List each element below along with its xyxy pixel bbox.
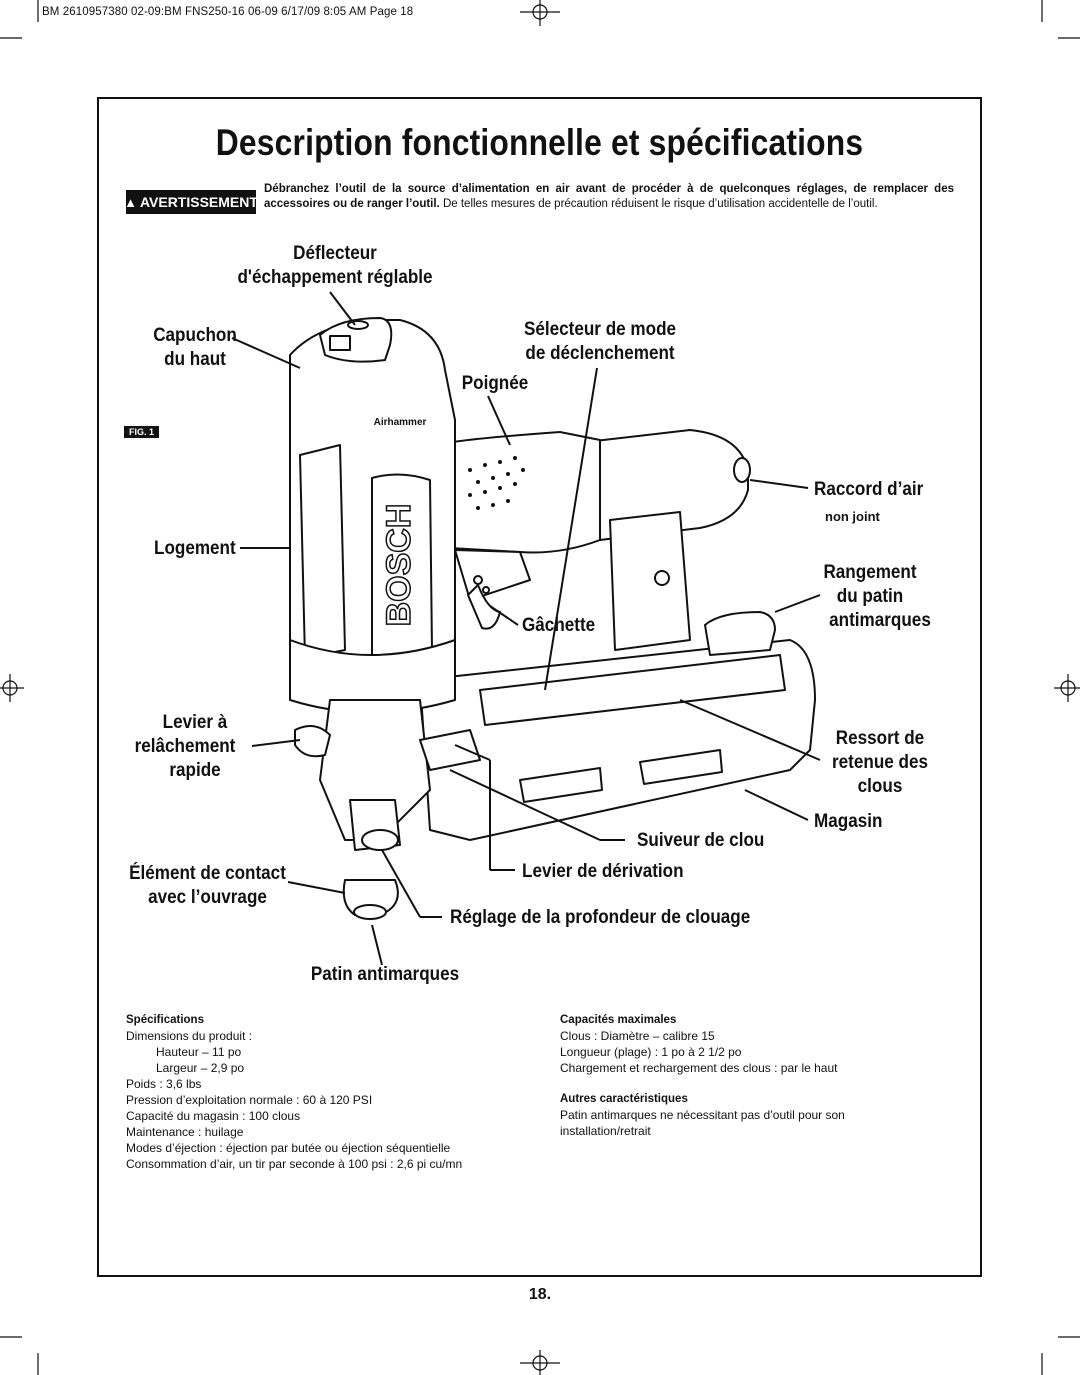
capacity-line: Chargement et rechargement des clous : p…: [560, 1061, 838, 1075]
label-magasin: Magasin: [814, 811, 883, 832]
label-raccord: Raccord d’air: [814, 479, 924, 500]
warning-badge-label: AVERTISSEMENT: [139, 194, 258, 210]
spec-line: Consommation d’air, un tir par seconde à…: [126, 1157, 463, 1171]
feature-line: Patin antimarques ne nécessitant pas d’o…: [560, 1108, 845, 1122]
label-suiveur: Suiveur de clou: [637, 830, 765, 851]
content-frame: [97, 97, 982, 1277]
label-derivation: Levier de dérivation: [522, 861, 684, 882]
spec-line: Capacité du magasin : 100 clous: [126, 1109, 301, 1123]
page-title: Description fonctionnelle et spécificati…: [215, 122, 864, 163]
spec-line: Poids : 3,6 lbs: [126, 1077, 202, 1091]
label-rangement-line1: Rangement: [823, 562, 917, 583]
spec-line: Largeur – 2,9 po: [156, 1061, 245, 1075]
capacities-block: Capacités maximales Clous : Diamètre – c…: [560, 1012, 845, 1139]
spec-line: Dimensions du produit :: [126, 1029, 253, 1043]
warning-bold-text: Débranchez l’outil de la source d’alimen…: [264, 183, 954, 210]
label-rangement-line3: antimarques: [829, 610, 931, 631]
spec-line: Hauteur – 11 po: [156, 1045, 242, 1059]
spec-line: Modes d’éjection : éjection par butée ou…: [126, 1141, 451, 1155]
other-features-heading: Autres caractéristiques: [560, 1093, 688, 1105]
feature-line: installation/retrait: [560, 1124, 651, 1138]
specifications-block: Spécifications Dimensions du produit : H…: [126, 1012, 462, 1172]
label-element-line2: avec l’ouvrage: [148, 887, 267, 908]
label-ressort-line2: retenue des: [832, 752, 928, 773]
label-selecteur-line2: de déclenchement: [525, 343, 675, 364]
label-ressort-line1: Ressort de: [835, 728, 925, 749]
label-gachette: Gâchette: [522, 615, 596, 636]
tool-brand-text: BOSCH: [380, 504, 418, 627]
warning-badge: ▲ AVERTISSEMENT: [124, 190, 258, 214]
specifications-heading: Spécifications: [126, 1014, 204, 1026]
label-capuchon-line1: Capuchon: [153, 325, 237, 346]
warning-text: Débranchez l’outil de la source d’alimen…: [264, 182, 954, 212]
label-deflecteur-line2: d'échappement réglable: [237, 267, 433, 288]
label-reglage: Réglage de la profondeur de clouage: [450, 907, 751, 928]
label-capuchon-line2: du haut: [164, 349, 226, 370]
warning-triangle-icon: ▲: [124, 194, 137, 210]
label-levier-line3: rapide: [169, 760, 221, 781]
page-number: 18.: [528, 1286, 552, 1303]
label-raccord-sub: non joint: [825, 509, 880, 524]
tool-model-text: Airhammer: [374, 417, 427, 428]
label-deflecteur-line1: Déflecteur: [293, 243, 377, 264]
label-poignee: Poignée: [461, 373, 529, 394]
label-levier-line2: relâchement: [134, 736, 236, 757]
capacity-line: Clous : Diamètre – calibre 15: [560, 1029, 715, 1043]
capacities-heading: Capacités maximales: [560, 1014, 677, 1026]
spec-line: Pression d’exploitation normale : 60 à 1…: [126, 1093, 373, 1107]
label-element-line1: Élément de contact: [129, 863, 286, 884]
label-selecteur-line1: Sélecteur de mode: [523, 319, 677, 340]
label-rangement-line2: du patin: [836, 586, 904, 607]
label-levier-line1: Levier à: [162, 712, 228, 733]
capacity-line: Longueur (plage) : 1 po à 2 1/2 po: [560, 1045, 742, 1059]
label-logement: Logement: [154, 538, 236, 559]
print-slug: BM 2610957380 02-09:BM FNS250-16 06-09 6…: [42, 6, 414, 18]
figure-label: FIG. 1: [124, 426, 160, 438]
label-ressort-line3: clous: [857, 776, 903, 797]
spec-line: Maintenance : huilage: [126, 1125, 244, 1139]
label-patin: Patin antimarques: [310, 964, 460, 985]
warning-plain-text: De telles mesures de précaution réduisen…: [439, 198, 878, 210]
